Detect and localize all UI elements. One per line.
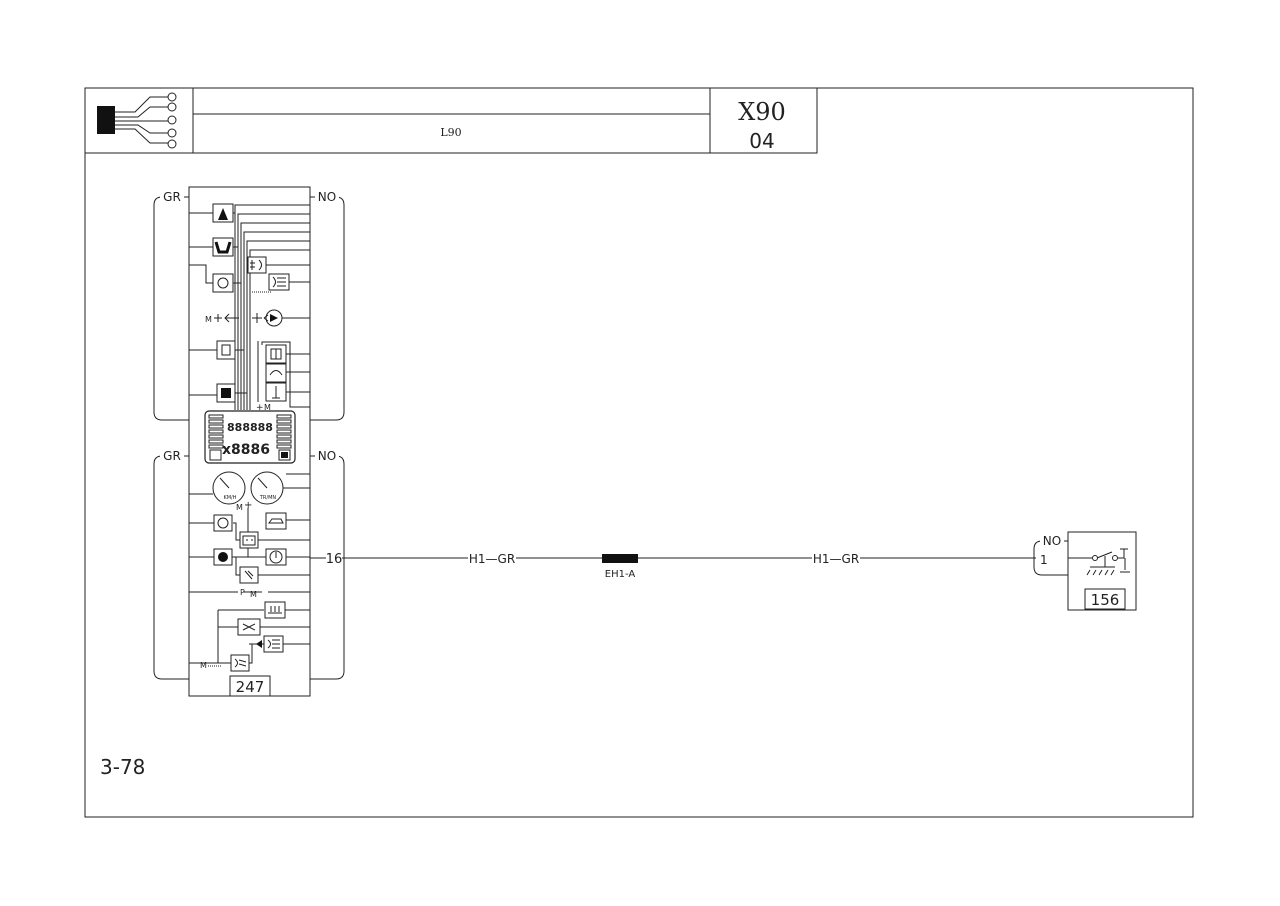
engine-fault-icon [265, 363, 287, 383]
sheet-number: 04 [749, 129, 774, 153]
instrument-panel-component: 247 GR NO GR NO [153, 186, 345, 697]
connector-color-upper-left: GR [163, 190, 181, 204]
pin-output-number: 16 [326, 552, 343, 567]
display-bar-graph-right [276, 414, 292, 449]
splice-label: EH1-A [605, 569, 636, 580]
connector-color-upper-right: NO [318, 190, 336, 204]
ground-symbol-park: M [250, 590, 257, 599]
instrument-panel-ref: 247 [236, 678, 265, 696]
switch-component-156: NO 1 156 [1033, 531, 1137, 611]
lcd-display-panel [204, 410, 296, 464]
connector-pin-156: 1 [1040, 553, 1048, 567]
dipped-beam-icon [230, 654, 250, 672]
ground-symbol-right: M [264, 403, 271, 412]
connector-bracket-lower-left [153, 455, 189, 680]
connector-color-lower-right: NO [318, 449, 336, 463]
display-left-warning-icon [209, 449, 222, 461]
svg-text:+: + [256, 403, 264, 413]
ground-symbol-bottom: M [200, 661, 207, 670]
wire-h1: H1—GR H1—GR [310, 550, 1036, 566]
connector-bracket-156 [1033, 540, 1068, 576]
connector-logo-icon [97, 92, 177, 149]
fog-light-indicator-icon [247, 256, 267, 274]
page-reference: 3-78 [100, 755, 145, 779]
switch-ref: 156 [1091, 591, 1120, 609]
vehicle-code: X90 [738, 98, 786, 126]
display-lower-digits: x8886 [222, 442, 270, 458]
display-bar-graph-left [208, 414, 224, 449]
wire-label-2: H1—GR [813, 552, 859, 566]
connector-bracket-upper-left [153, 196, 189, 421]
wire-label-1: H1—GR [469, 552, 515, 566]
svg-text:+: + [244, 500, 252, 511]
splice-eh1-a: EH1-A [602, 554, 638, 580]
connector-bracket-upper-right [310, 196, 345, 421]
speedometer-label: KM/H [223, 495, 236, 501]
display-upper-digits: 888888 [227, 421, 273, 434]
switch-contact-icon [1092, 555, 1098, 561]
park-label: P [240, 588, 245, 597]
tachometer-label: TR/MN [259, 495, 277, 501]
upper-left-wiring [189, 212, 247, 396]
charge-warning-icon [213, 514, 233, 532]
connector-color-156: NO [1043, 534, 1061, 548]
title-block: L90 X90 04 [84, 87, 818, 154]
connector-color-lower-left: GR [163, 449, 181, 463]
door-open-warning-icon [216, 340, 236, 360]
connector-bracket-lower-right [310, 455, 345, 680]
lower-wiring [189, 508, 310, 664]
ground-symbol-lower: M [236, 503, 243, 512]
ground-symbol-left: M [205, 315, 212, 324]
document-label: L90 [440, 126, 461, 139]
oil-pressure-icon [265, 512, 287, 530]
